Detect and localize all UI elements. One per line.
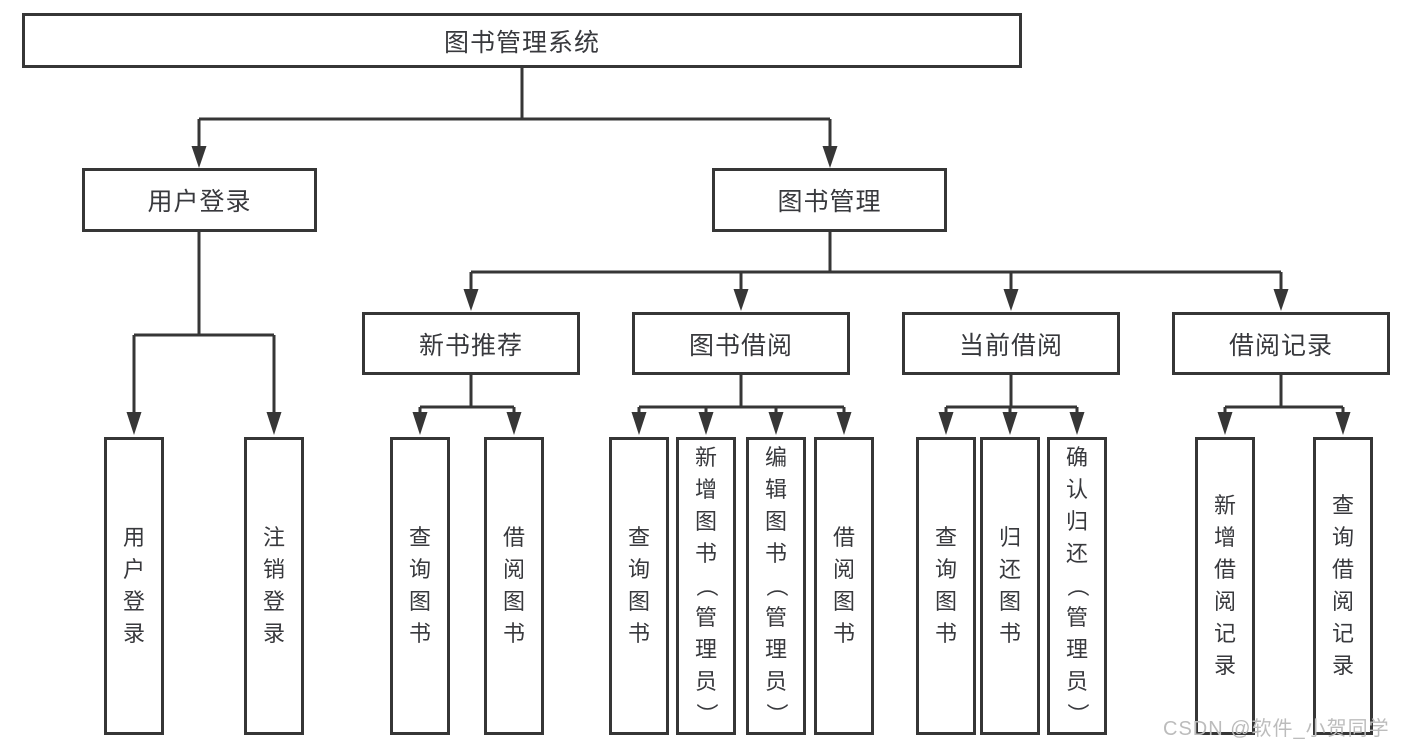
leaf-query-books-borrow: 查询图书 — [609, 437, 669, 735]
leaf-edit-book-admin: 编辑图书（管理员） — [746, 437, 806, 735]
node-current-borrow-label: 当前借阅 — [958, 331, 1063, 360]
leaf-borrow-books-label: 借阅图书 — [832, 525, 855, 646]
node-root: 图书管理系统 — [22, 13, 1022, 68]
leaf-query-books-current: 查询图书 — [916, 437, 976, 735]
leaf-query-books-newbook-label: 查询图书 — [408, 525, 431, 646]
leaf-query-books-current-label: 查询图书 — [934, 525, 957, 646]
node-borrow-records: 借阅记录 — [1172, 312, 1390, 375]
leaf-add-borrow-record-label: 新增借阅记录 — [1213, 493, 1236, 678]
leaf-query-borrow-record-label: 查询借阅记录 — [1331, 493, 1354, 678]
leaf-query-borrow-record: 查询借阅记录 — [1313, 437, 1373, 735]
node-book-mgmt-label: 图书管理 — [777, 188, 882, 216]
leaf-return-book: 归还图书 — [980, 437, 1040, 735]
leaf-edit-book-admin-label: 编辑图书（管理员） — [764, 445, 789, 725]
leaf-add-book-admin: 新增图书（管理员） — [676, 437, 736, 735]
node-borrow-records-label: 借阅记录 — [1228, 331, 1333, 360]
leaf-borrow-books: 借阅图书 — [814, 437, 874, 735]
node-root-label: 图书管理系统 — [443, 28, 600, 57]
leaf-query-books-borrow-label: 查询图书 — [627, 525, 650, 646]
node-new-book-rec-label: 新书推荐 — [418, 331, 523, 360]
leaf-user-login: 用户登录 — [104, 437, 164, 735]
node-book-mgmt: 图书管理 — [712, 168, 947, 232]
leaf-borrow-books-newbook: 借阅图书 — [484, 437, 544, 735]
leaf-logout-label: 注销登录 — [262, 525, 285, 646]
node-new-book-rec: 新书推荐 — [362, 312, 580, 375]
arrowheads — [126, 146, 1351, 435]
watermark: CSDN @软件_小贺同学 — [1163, 718, 1390, 740]
leaf-logout: 注销登录 — [244, 437, 304, 735]
node-user-login-label: 用户登录 — [147, 188, 252, 216]
leaf-user-login-label: 用户登录 — [122, 525, 145, 646]
leaf-borrow-books-newbook-label: 借阅图书 — [502, 525, 525, 646]
node-book-borrow: 图书借阅 — [632, 312, 850, 375]
node-book-borrow-label: 图书借阅 — [688, 331, 793, 360]
leaf-confirm-return-admin-label: 确认归还（管理员） — [1065, 445, 1090, 725]
node-user-login: 用户登录 — [82, 168, 317, 232]
node-current-borrow: 当前借阅 — [902, 312, 1120, 375]
leaf-add-borrow-record: 新增借阅记录 — [1195, 437, 1255, 735]
leaf-query-books-newbook: 查询图书 — [390, 437, 450, 735]
leaf-return-book-label: 归还图书 — [998, 525, 1021, 646]
leaf-confirm-return-admin: 确认归还（管理员） — [1047, 437, 1107, 735]
leaf-add-book-admin-label: 新增图书（管理员） — [694, 445, 719, 725]
